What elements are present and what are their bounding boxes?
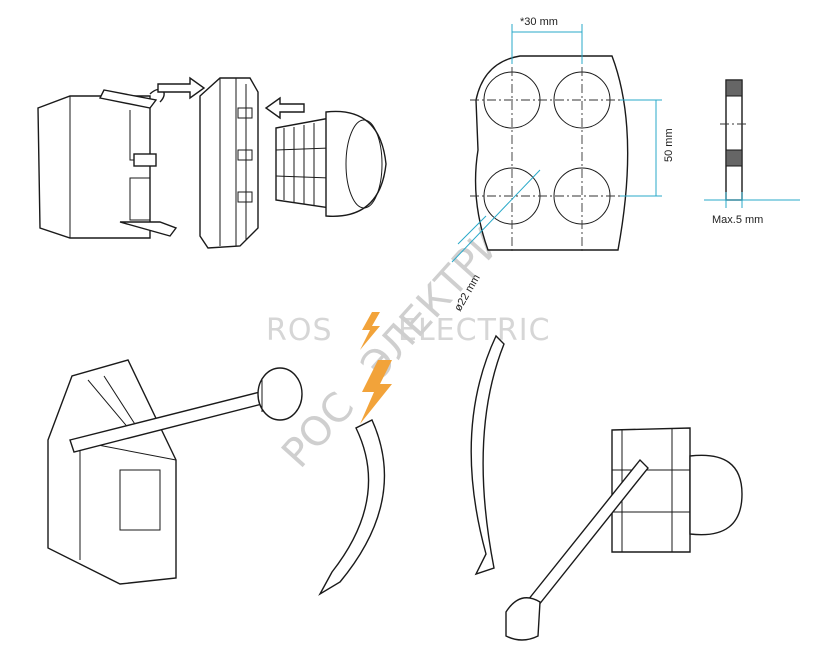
insertion-step-illustration <box>505 427 743 641</box>
rotation-arrow-left <box>318 419 386 596</box>
panel-cutout-drawing: *30 mm 50 mm ø22 mm Max.5 mm <box>451 16 800 314</box>
spacing-vertical-label: 50 mm <box>663 128 675 162</box>
watermark-bolt-icon <box>360 360 392 424</box>
spacing-horizontal-label: *30 mm <box>520 16 558 28</box>
spacing-dimension-line <box>511 24 583 64</box>
exploded-assembly-illustration <box>37 76 387 249</box>
panel-thickness-label: Max.5 mm <box>712 214 763 226</box>
watermark-lightning-icon <box>360 312 380 350</box>
removal-step-illustration <box>47 359 303 585</box>
rotation-arrow-right <box>470 334 505 576</box>
watermark-latin-left: ROS <box>266 313 333 348</box>
watermark-latin-right: ELECTRIC <box>398 313 551 348</box>
